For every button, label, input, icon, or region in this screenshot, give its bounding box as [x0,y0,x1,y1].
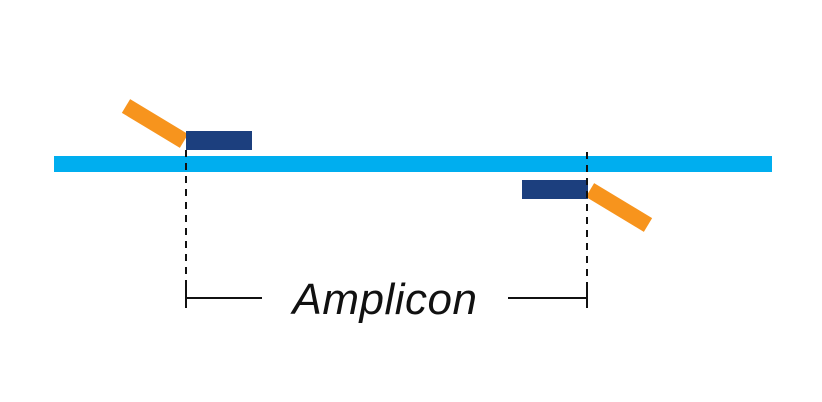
reverse-primer-tail [585,183,653,232]
reverse-primer [522,180,588,199]
forward-primer-tail [121,99,189,148]
amplicon-label: Amplicon [290,275,478,324]
forward-primer [186,131,252,150]
amplicon-bracket [185,287,588,308]
dna-strand [54,156,772,172]
